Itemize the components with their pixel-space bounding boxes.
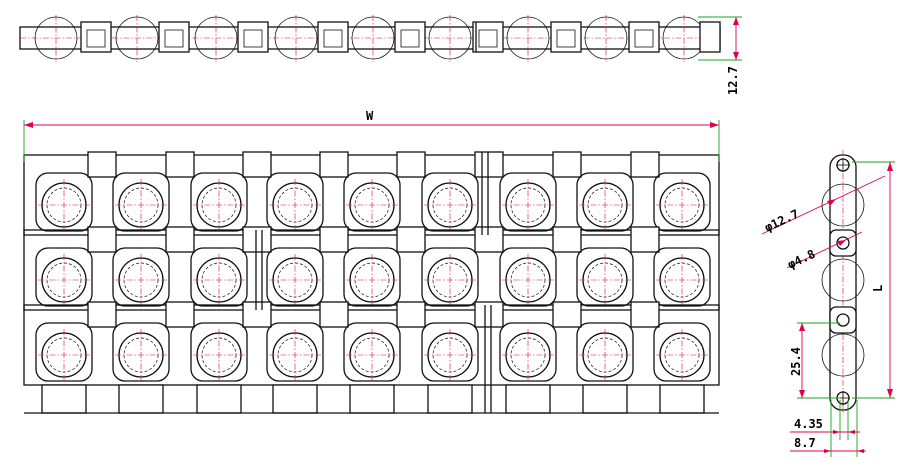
top-bracket-inner-2 <box>164 29 184 48</box>
module-3-tab-3 <box>242 301 272 328</box>
end-roller-2 <box>821 258 865 302</box>
module-2-tab-6 <box>474 226 504 253</box>
top-bracket-inner-3 <box>243 29 263 48</box>
bottom-tab-6 <box>427 384 473 414</box>
module-3-tab-4 <box>319 301 349 328</box>
module-2-tab-1 <box>87 226 117 253</box>
dim-width-text: W <box>366 109 374 123</box>
module-3-tab-2 <box>165 301 195 328</box>
module-3-tab-6 <box>474 301 504 328</box>
module-2-tab-4 <box>319 226 349 253</box>
module-row-1 <box>23 154 720 236</box>
module-2-tab-8 <box>630 226 660 253</box>
top-bracket-inner-5 <box>400 29 420 48</box>
module-1-tab-2 <box>165 151 195 178</box>
end-link-3 <box>829 306 857 334</box>
dim-pitch-text: 25.4 <box>789 347 803 376</box>
bottom-tab-9 <box>659 384 705 414</box>
module-2-tab-3 <box>242 226 272 253</box>
module-1-tab-7 <box>552 151 582 178</box>
dim-half-thickness-text: 4.35 <box>794 417 823 431</box>
top-bracket-6 <box>472 21 504 53</box>
dim-pin-diameter-text: φ4.8 <box>785 247 817 272</box>
module-1-tab-8 <box>630 151 660 178</box>
bottom-tab-3 <box>196 384 242 414</box>
bottom-tab-7 <box>505 384 551 414</box>
module-2-tab-7 <box>552 226 582 253</box>
end-link-3-hole <box>836 313 850 327</box>
top-bracket-inner-6 <box>478 29 498 48</box>
dim-top-height-text: 12.7 <box>726 66 740 95</box>
bottom-tab-2 <box>118 384 164 414</box>
top-bracket-8 <box>628 21 660 53</box>
top-bracket-4 <box>317 21 349 53</box>
end-roller-1 <box>821 183 865 227</box>
module-1-tab-5 <box>396 151 426 178</box>
dim-roller-diameter-text: φ12.7 <box>762 207 801 235</box>
top-bracket-7 <box>550 21 582 53</box>
top-bracket-5 <box>394 21 426 53</box>
bottom-tab-4 <box>272 384 318 414</box>
module-1-tab-6 <box>474 151 504 178</box>
module-row-2 <box>23 229 720 311</box>
top-bracket-2 <box>158 21 190 53</box>
module-1-tab-4 <box>319 151 349 178</box>
dim-roller-diameter: φ12.7 <box>761 175 886 235</box>
top-bracket-1 <box>80 21 112 53</box>
top-side-view <box>19 15 721 62</box>
module-3-tab-8 <box>630 301 660 328</box>
top-bracket-inner-1 <box>86 29 106 48</box>
module-2-tab-2 <box>165 226 195 253</box>
dim-length: L <box>852 161 895 399</box>
top-end-cap <box>699 21 721 53</box>
dim-thickness-text: 8.7 <box>794 436 816 450</box>
module-1-tab-3 <box>242 151 272 178</box>
module-3-tab-5 <box>396 301 426 328</box>
module-3-tab-7 <box>552 301 582 328</box>
top-bracket-inner-4 <box>323 29 343 48</box>
top-bracket-3 <box>237 21 269 53</box>
dimensions: 12.7 W L φ12.7 <box>23 16 895 457</box>
plan-view <box>23 151 720 414</box>
module-2-tab-5 <box>396 226 426 253</box>
end-link-2-hole <box>836 236 850 250</box>
end-view <box>821 150 865 415</box>
dim-pitch: 25.4 <box>789 322 840 399</box>
bottom-tab-8 <box>582 384 628 414</box>
dim-length-text: L <box>871 285 885 292</box>
dim-width: W <box>23 109 720 162</box>
dim-top-height: 12.7 <box>698 16 742 95</box>
bottom-tab-5 <box>349 384 395 414</box>
bottom-tab-1 <box>41 384 87 414</box>
end-roller-3 <box>821 333 865 377</box>
module-3-tab-1 <box>87 301 117 328</box>
dim-half-thickness: 4.35 <box>790 400 860 440</box>
top-bracket-inner-7 <box>556 29 576 48</box>
dim-thickness: 8.7 <box>790 400 866 457</box>
module-1-tab-1 <box>87 151 117 178</box>
top-bracket-inner-8 <box>634 29 654 48</box>
